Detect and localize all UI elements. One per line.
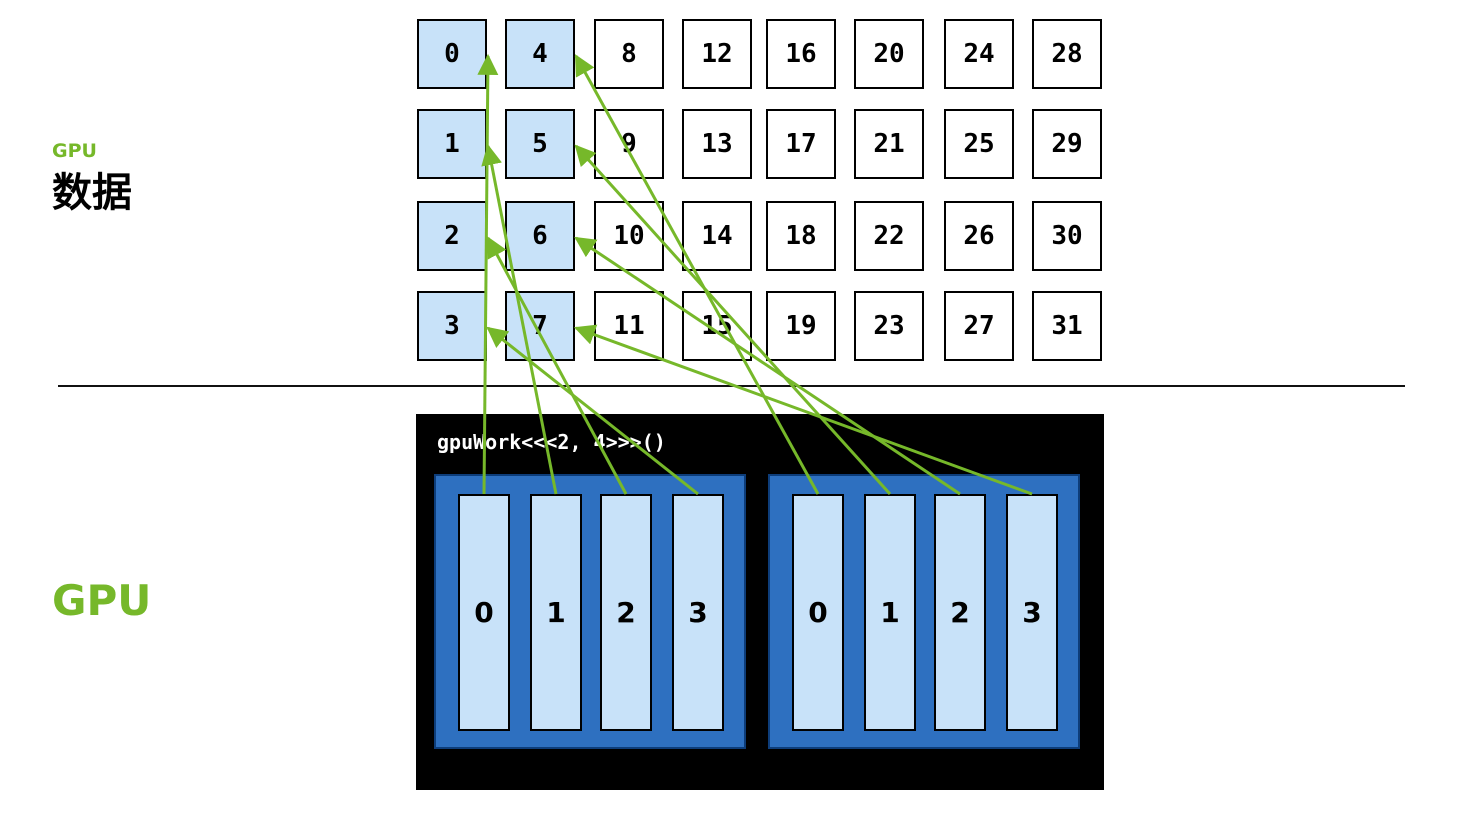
data-cell-31: 31 (1032, 291, 1102, 361)
data-cell-14: 14 (682, 201, 752, 271)
thread-1-3: 3 (1006, 494, 1058, 731)
data-cell-0: 0 (417, 19, 487, 89)
data-cell-30: 30 (1032, 201, 1102, 271)
data-cell-24: 24 (944, 19, 1014, 89)
thread-0-1: 1 (530, 494, 582, 731)
gpu-small-label: GPU (52, 140, 97, 162)
data-cell-23: 23 (854, 291, 924, 361)
data-label: 数据 (52, 170, 132, 216)
data-cell-4: 4 (505, 19, 575, 89)
thread-1-1: 1 (864, 494, 916, 731)
data-cell-8: 8 (594, 19, 664, 89)
data-cell-27: 27 (944, 291, 1014, 361)
data-cell-21: 21 (854, 109, 924, 179)
data-cell-20: 20 (854, 19, 924, 89)
data-cell-1: 1 (417, 109, 487, 179)
data-cell-25: 25 (944, 109, 1014, 179)
data-cell-3: 3 (417, 291, 487, 361)
data-cell-26: 26 (944, 201, 1014, 271)
data-cell-17: 17 (766, 109, 836, 179)
gpu-label: GPU (52, 576, 152, 625)
data-cell-19: 19 (766, 291, 836, 361)
data-cell-15: 15 (682, 291, 752, 361)
thread-1-2: 2 (934, 494, 986, 731)
data-cell-7: 7 (505, 291, 575, 361)
thread-0-0: 0 (458, 494, 510, 731)
thread-0-2: 2 (600, 494, 652, 731)
divider-line (58, 385, 1405, 387)
data-cell-16: 16 (766, 19, 836, 89)
thread-0-3: 3 (672, 494, 724, 731)
data-cell-2: 2 (417, 201, 487, 271)
data-cell-10: 10 (594, 201, 664, 271)
data-cell-12: 12 (682, 19, 752, 89)
data-cell-9: 9 (594, 109, 664, 179)
data-cell-28: 28 (1032, 19, 1102, 89)
data-cell-5: 5 (505, 109, 575, 179)
data-cell-6: 6 (505, 201, 575, 271)
data-cell-29: 29 (1032, 109, 1102, 179)
data-cell-11: 11 (594, 291, 664, 361)
kernel-launch-code: gpuWork<<<2, 4>>>() (437, 430, 666, 454)
data-cell-18: 18 (766, 201, 836, 271)
thread-1-0: 0 (792, 494, 844, 731)
data-cell-22: 22 (854, 201, 924, 271)
data-cell-13: 13 (682, 109, 752, 179)
